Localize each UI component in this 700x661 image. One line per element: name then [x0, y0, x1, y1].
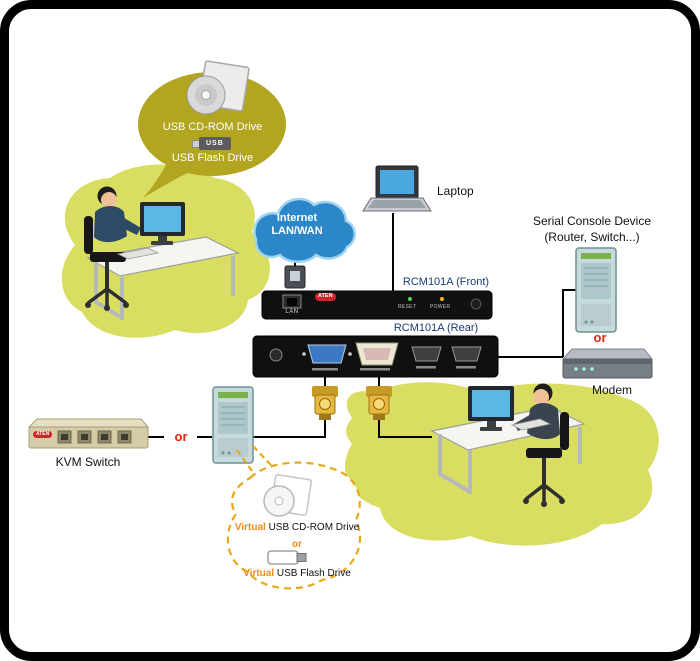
virtual-flash-text: USB Flash Drive: [276, 568, 351, 579]
virtual-flash-label: Virtual USB Flash Drive: [228, 568, 366, 580]
aten-logo-front: ATEN: [315, 293, 336, 301]
workstation-left: [84, 186, 240, 320]
power-label: POWER: [430, 304, 451, 310]
vga-port-blue: [307, 344, 347, 364]
usb-badge-label: USB: [199, 137, 231, 150]
usb-flash-drive-label: USB Flash Drive: [171, 152, 254, 164]
usb-callout-bubble: [138, 72, 286, 198]
virtual-cdrom-text: USB CD-ROM Drive: [268, 522, 360, 533]
serial-console-device-icon: [575, 247, 617, 333]
laptop-icon: [362, 165, 432, 212]
server-tower-icon: [212, 386, 254, 464]
keyboard: [510, 418, 552, 431]
chair-back: [84, 216, 93, 254]
usb-connector-tip-icon: [192, 139, 199, 148]
power-knob: [470, 298, 482, 310]
power-jack: [269, 348, 283, 362]
virtual-or-label: or: [292, 539, 302, 550]
aten-logo-kvm: ATEN: [33, 431, 53, 438]
serial-port-1: [411, 346, 442, 362]
or-label-server: or: [174, 429, 188, 444]
serial-console-label-line1: Serial Console Device: [532, 214, 652, 228]
serial-port-2: [451, 346, 482, 362]
virtual-flash-icon: [267, 550, 307, 565]
virtual-prefix-2: Virtual: [243, 568, 275, 579]
led-amber: [440, 297, 444, 301]
usb-flash-drive-badge: USB: [192, 137, 231, 150]
rcm101a-front-label: RCM101A (Front): [402, 276, 490, 288]
virtual-cdrom-icon: [263, 473, 313, 517]
rcm101a-rear-label: RCM101A (Rear): [393, 322, 479, 334]
internet-cloud: [253, 197, 356, 263]
virtual-cdrom-label: Virtual USB CD-ROM Drive: [228, 522, 366, 534]
chair-seat: [90, 252, 126, 262]
lan-jack-icon: [284, 265, 306, 289]
virtual-media-callout: [226, 443, 362, 590]
usb-cdrom-icon: [186, 60, 250, 115]
rcm101a-rear-device: [252, 335, 499, 378]
modem-device-icon: [561, 348, 654, 379]
kvm-switch-label: KVM Switch: [55, 455, 121, 469]
sphd-connector-right: [366, 386, 392, 420]
cloud-label-line1: Internet: [276, 212, 318, 224]
led-green: [408, 297, 412, 301]
usb-cdrom-drive-label: USB CD-ROM Drive: [162, 121, 263, 133]
modem-label: Modem: [591, 383, 632, 397]
chair-seat: [526, 448, 562, 458]
workstation-right: [430, 383, 586, 507]
or-label-modem: or: [593, 330, 607, 345]
cloud-label-line2: LAN/WAN: [271, 225, 323, 237]
keyboard: [116, 247, 160, 260]
laptop-label: Laptop: [437, 184, 474, 198]
chair-back: [560, 412, 569, 450]
sphd-connector-left: [312, 386, 338, 420]
kvm-switch-icon: [27, 418, 150, 449]
virtual-prefix-1: Virtual: [234, 522, 266, 533]
reset-label: RESET: [398, 304, 417, 310]
serial-console-label-line2: (Router, Switch...): [544, 230, 640, 244]
lan-port-label: LAN: [285, 309, 299, 315]
